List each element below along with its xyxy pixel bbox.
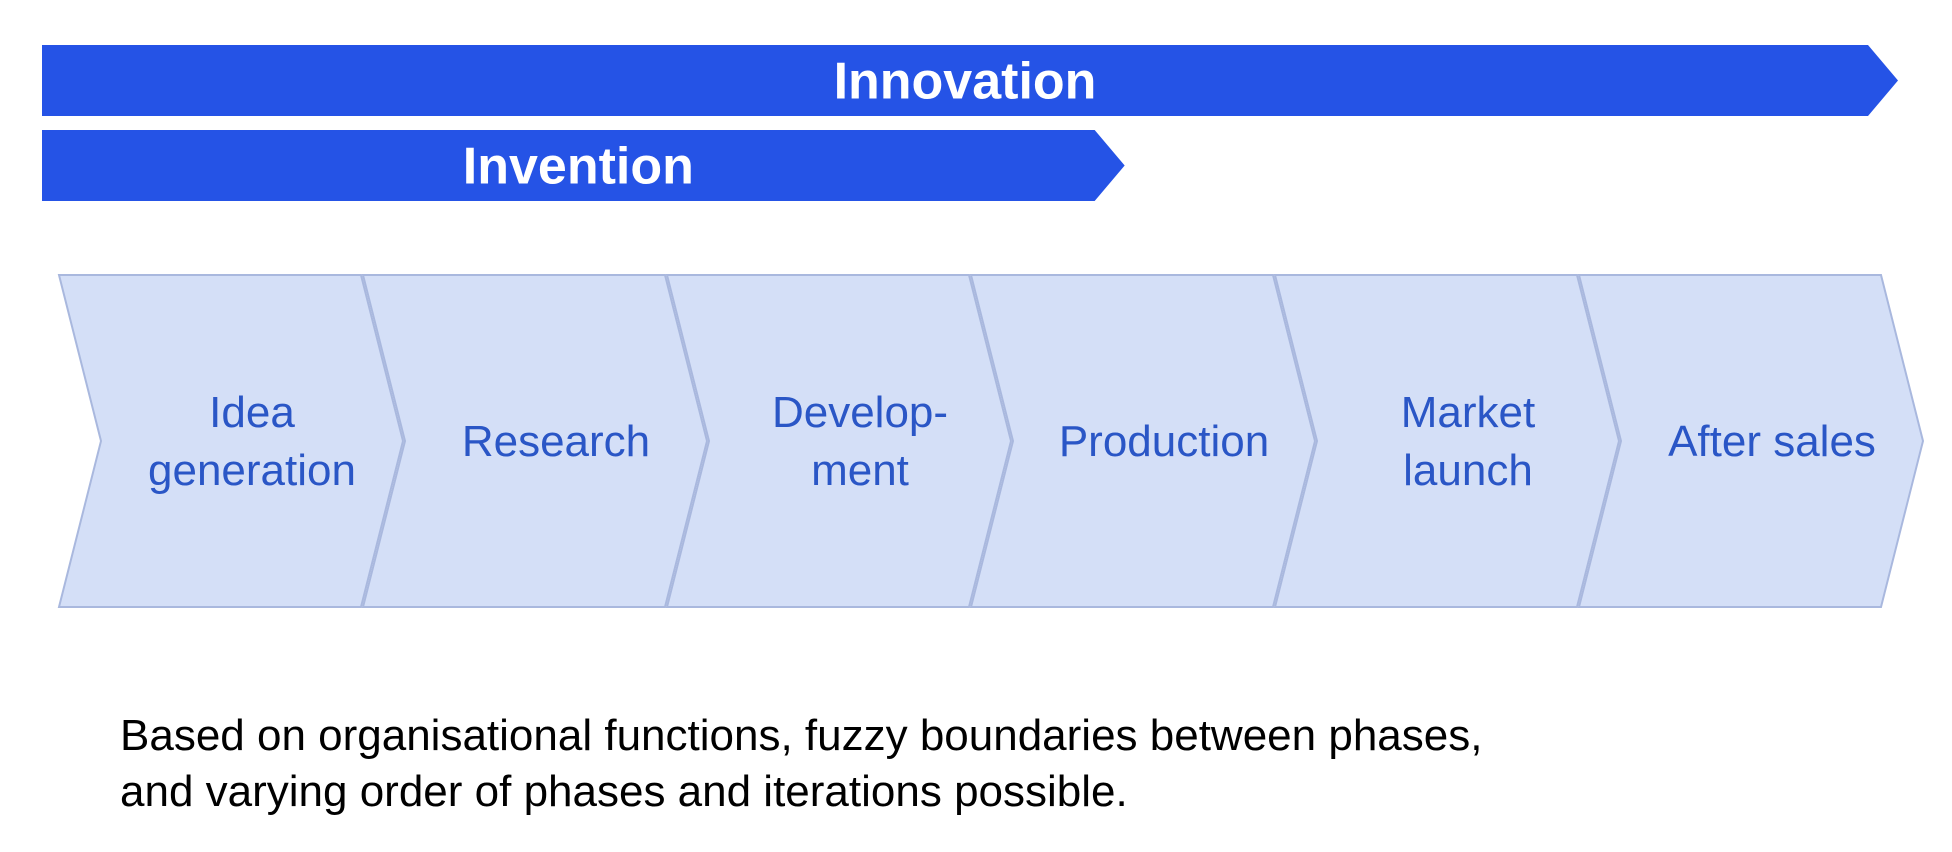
phases-layer: Idea generation Research Develop-ment Produc… [57,274,1925,608]
invention-bar-label: Invention [463,138,694,196]
phase-label-development: Develop-ment [772,388,948,495]
phase-market-launch [1273,274,1621,608]
phase-label-idea-generation: Idea generation [148,388,356,495]
phase-development [665,274,1013,608]
caption: Based on organisational functions, fuzzy… [120,708,1820,820]
invention-bar [42,130,1125,201]
phase-label-line: launch [1403,446,1533,495]
phase-label-production: Production [1059,417,1269,466]
phase-label-line: Market [1401,388,1535,437]
phase-label-line: Idea [209,388,295,437]
phase-label-market-launch: Market launch [1401,388,1535,495]
caption-line-1: Based on organisational functions, fuzzy… [120,711,1483,760]
phase-label-line: After sales [1668,417,1876,466]
phase-label-after-sales: After sales [1668,417,1876,466]
phase-label-line: Develop- [772,388,948,437]
phase-label-line: generation [148,446,356,495]
innovation-bar [42,45,1898,116]
innovation-bar-label: Innovation [834,53,1097,111]
phase-research [361,274,709,608]
phase-idea-generation [57,274,405,608]
phase-label-line: Research [462,417,650,466]
phase-label-line: Production [1059,417,1269,466]
phase-after-sales [1577,274,1925,608]
caption-line-2: and varying order of phases and iteratio… [120,767,1128,816]
phase-production [969,274,1317,608]
phase-label-research: Research [462,417,650,466]
phase-label-line: ment [811,446,909,495]
